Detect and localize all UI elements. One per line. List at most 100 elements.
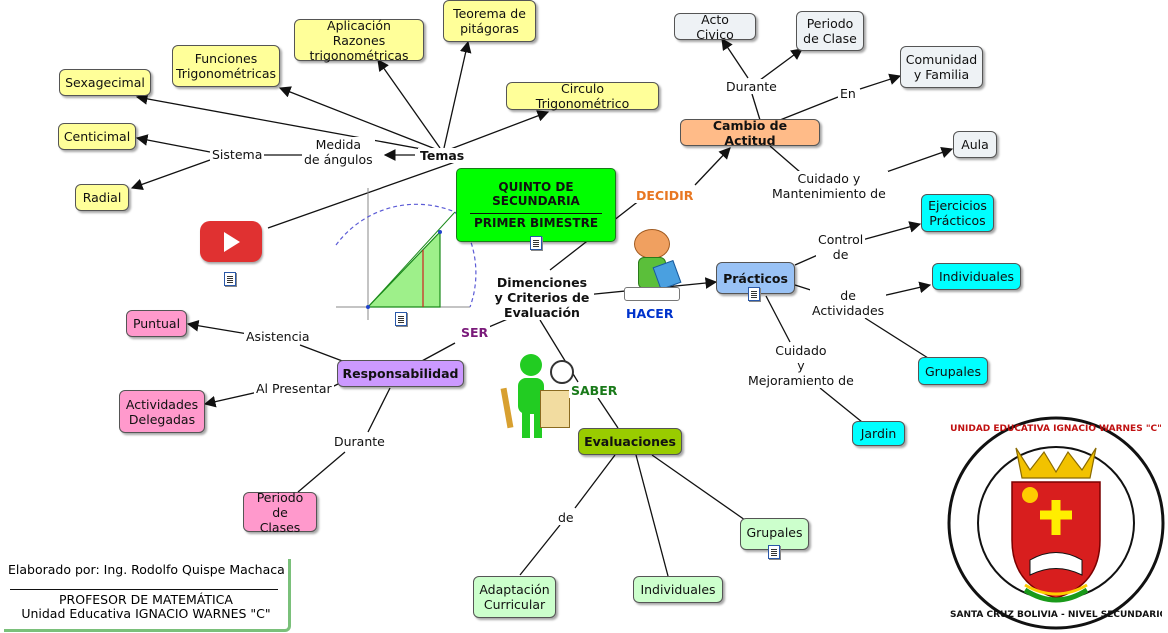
de-actividades-line-2: Actividades xyxy=(812,303,885,318)
link-cambio-durante xyxy=(751,93,761,121)
periodo-clase-line-1: Periodo xyxy=(806,16,854,31)
document-icon[interactable] xyxy=(768,545,780,559)
link-eval-grupales xyxy=(651,454,746,521)
node-teorema[interactable]: Teorema de pitágoras xyxy=(443,0,536,42)
central-divider xyxy=(470,213,602,214)
link-eval-de xyxy=(574,454,616,509)
adaptacion-line-2: Curricular xyxy=(483,597,546,612)
link-decidir-cambio xyxy=(694,147,731,186)
node-evaluaciones[interactable]: Evaluaciones xyxy=(578,428,682,455)
decidir-durante-label: Durante xyxy=(724,79,779,94)
link-alpresentar-actividades xyxy=(203,391,259,408)
periodo-clases-line-2: de Clases xyxy=(259,504,301,535)
decidir-label: DECIDIR xyxy=(634,188,696,203)
node-centicimal[interactable]: Centicimal xyxy=(58,123,136,150)
node-cambio-actitud[interactable]: Cambio de Actitud xyxy=(680,118,820,148)
hub-line-3: Evaluación xyxy=(504,305,580,320)
node-jardin[interactable]: Jardin xyxy=(852,421,905,446)
aplicacion-line-1: Aplicación Razones xyxy=(327,17,391,48)
control-line-2: de xyxy=(832,247,849,262)
node-grupales-saber[interactable]: Grupales xyxy=(740,518,809,550)
node-grupales-hacer[interactable]: Grupales xyxy=(918,357,988,385)
node-periodo-clase[interactable]: Periodo de Clase xyxy=(796,11,864,51)
student-figure-icon xyxy=(500,352,574,440)
link-resp-asistencia xyxy=(299,344,346,363)
node-ejercicios[interactable]: Ejercicios Prácticos xyxy=(921,194,994,232)
link-cambio-cuidado xyxy=(769,145,801,173)
saber-de-label: de xyxy=(556,510,576,525)
actividades-line-2: Delegadas xyxy=(128,411,196,427)
document-icon[interactable] xyxy=(530,236,542,250)
hacer-cuidado-label: Cuidado y Mejoramiento de xyxy=(746,343,856,388)
node-aula[interactable]: Aula xyxy=(953,131,997,158)
node-actividades-delegadas[interactable]: Actividades Delegadas xyxy=(119,390,205,433)
de-actividades-line-1: de xyxy=(840,288,856,303)
link-practicos-cuidado xyxy=(765,295,791,343)
central-line-1: QUINTO DE xyxy=(498,180,574,194)
node-individuales-saber[interactable]: Individuales xyxy=(633,576,723,603)
credit-divider xyxy=(10,589,278,590)
kid-mascot-icon xyxy=(620,225,682,303)
seal-text-bottom: SANTA CRUZ BOLIVIA - NIVEL SECUNDARIO xyxy=(950,610,1162,620)
link-sistema-radial xyxy=(130,159,211,190)
link-temas-circulo xyxy=(447,110,550,151)
link-durante-periodo xyxy=(759,48,803,81)
document-icon[interactable] xyxy=(748,287,760,301)
credit-role: PROFESOR DE MATEMÁTICA xyxy=(59,592,233,607)
node-aplicacion[interactable]: Aplicación Razones trigonométricas xyxy=(294,17,424,63)
node-individuales-hacer[interactable]: Individuales xyxy=(932,263,1021,290)
hacer-cuidado-line-3: Mejoramiento de xyxy=(748,373,854,388)
central-line-2: SECUNDARIA xyxy=(492,194,580,208)
decidir-cuidado-label: Cuidado y Mantenimiento de xyxy=(770,171,888,201)
link-de-adaptacion xyxy=(519,524,561,576)
adaptacion-line-1: Adaptación xyxy=(479,582,550,597)
node-puntual[interactable]: Puntual xyxy=(126,310,187,337)
trigonometry-figure xyxy=(335,188,477,320)
link-saber-evaluaciones xyxy=(597,397,619,429)
hacer-label: HACER xyxy=(624,306,676,321)
youtube-icon[interactable] xyxy=(200,221,262,262)
hub-line-2: y Criterios de xyxy=(494,290,590,305)
ser-label: SER xyxy=(459,325,491,340)
periodo-clase-line-2: de Clase xyxy=(803,31,857,46)
node-circulo[interactable]: Circulo Trigonométrico xyxy=(506,81,659,111)
comunidad-line-1: Comunidad xyxy=(905,52,978,67)
link-cambio-en xyxy=(779,96,839,121)
sistema-label: Sistema xyxy=(210,147,265,162)
document-icon[interactable] xyxy=(395,312,407,326)
decidir-cuidado-line-1: Cuidado y xyxy=(797,171,861,186)
document-icon[interactable] xyxy=(224,272,236,286)
node-funciones[interactable]: Funciones Trigonométricas xyxy=(172,45,280,87)
ser-durante-label: Durante xyxy=(332,434,387,449)
central-node[interactable]: QUINTO DE SECUNDARIA PRIMER BIMESTRE xyxy=(456,168,616,242)
hacer-control-label: Control de xyxy=(816,232,866,262)
link-resp-durante xyxy=(367,387,391,433)
hub-line-1: Dimenciones xyxy=(496,275,588,290)
funciones-line-2: Trigonométricas xyxy=(176,66,276,81)
node-sexagecimal[interactable]: Sexagecimal xyxy=(59,69,151,96)
periodo-clases-line-1: Periodo xyxy=(256,489,304,505)
ejercicios-line-1: Ejercicios xyxy=(928,198,987,213)
play-icon xyxy=(224,232,240,252)
teorema-line-2: pitágoras xyxy=(460,21,519,36)
hacer-cuidado-line-2: y xyxy=(797,358,805,373)
credit-author: Elaborado por: Ing. Rodolfo Quispe Macha… xyxy=(8,562,285,577)
teorema-line-1: Teorema de xyxy=(453,6,526,21)
node-comunidad[interactable]: Comunidad y Familia xyxy=(900,46,983,88)
node-radial[interactable]: Radial xyxy=(75,184,129,211)
hacer-cuidado-line-1: Cuidado xyxy=(775,343,827,358)
link-en-comunidad xyxy=(859,73,902,90)
node-adaptacion[interactable]: Adaptación Curricular xyxy=(473,576,556,618)
link-de-individuales xyxy=(881,281,932,297)
link-practicos-control xyxy=(794,253,821,266)
node-acto-civico[interactable]: Acto Civico xyxy=(674,12,756,42)
medida-label: Medida de ángulos xyxy=(302,137,375,167)
medida-line-2: de ángulos xyxy=(304,152,373,167)
node-periodo-clases[interactable]: Periodo de Clases xyxy=(243,489,317,535)
link-temas-youtube xyxy=(267,161,456,229)
link-de-grupales xyxy=(864,317,929,359)
node-responsabilidad[interactable]: Responsabilidad xyxy=(337,360,464,387)
link-temas-teorema xyxy=(443,40,472,149)
link-temas-funciones xyxy=(278,86,439,151)
